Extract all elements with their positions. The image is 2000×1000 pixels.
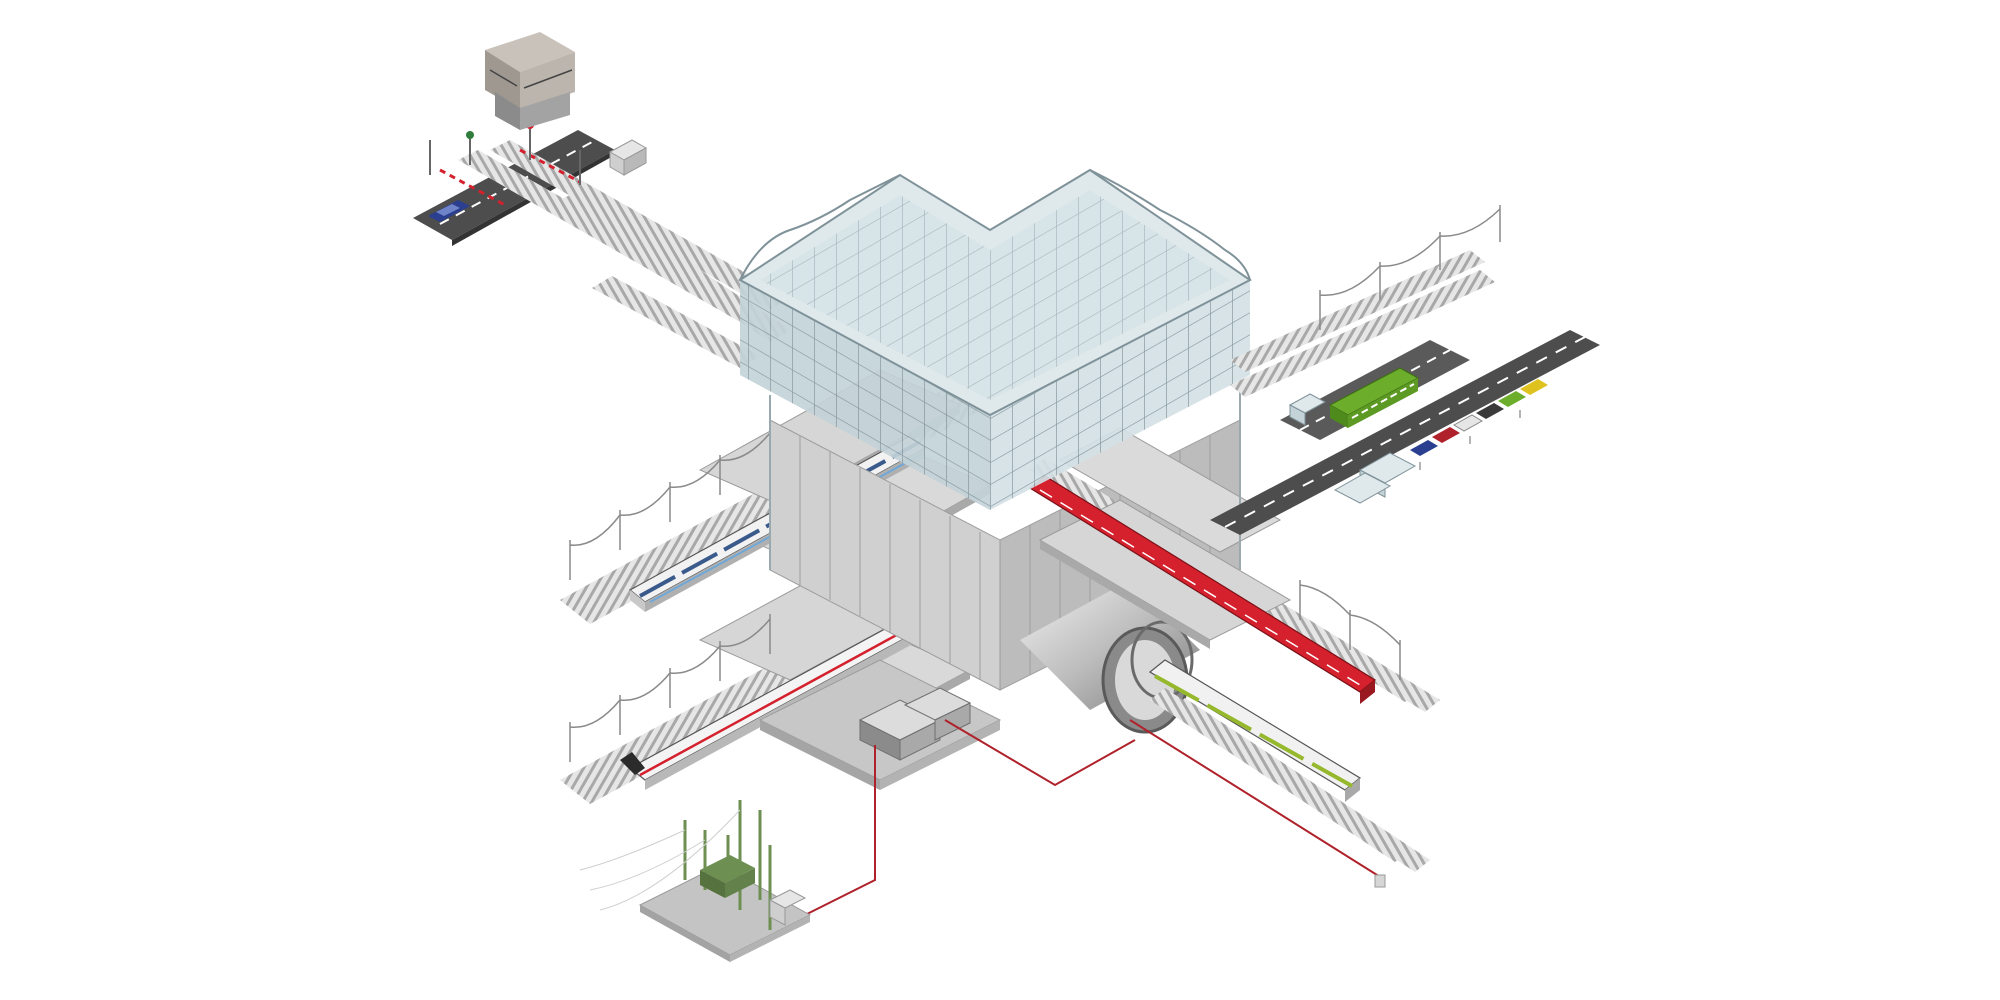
level-crossing — [413, 121, 790, 368]
barrier-1 — [439, 168, 506, 207]
parking-lot — [1410, 379, 1548, 470]
upper-right-tracks — [1230, 205, 1501, 397]
crossing-track-2 — [490, 140, 790, 310]
train-icon — [1148, 659, 1362, 802]
car-icon — [428, 200, 470, 222]
glass-roof — [738, 168, 1252, 570]
power-substation — [579, 800, 812, 962]
signal-box — [485, 32, 575, 130]
bus-icon — [1328, 367, 1420, 428]
bus-terminal — [1210, 330, 1600, 535]
power-cable — [804, 719, 1386, 916]
signal-posts — [429, 125, 581, 185]
crossing-track-3 — [560, 190, 790, 342]
switchgear-cabinets — [858, 687, 972, 761]
car-icon — [1410, 379, 1548, 456]
bus-shelter — [1288, 393, 1417, 504]
crossing-track-4 — [592, 276, 760, 368]
cable-marker — [1374, 874, 1386, 888]
